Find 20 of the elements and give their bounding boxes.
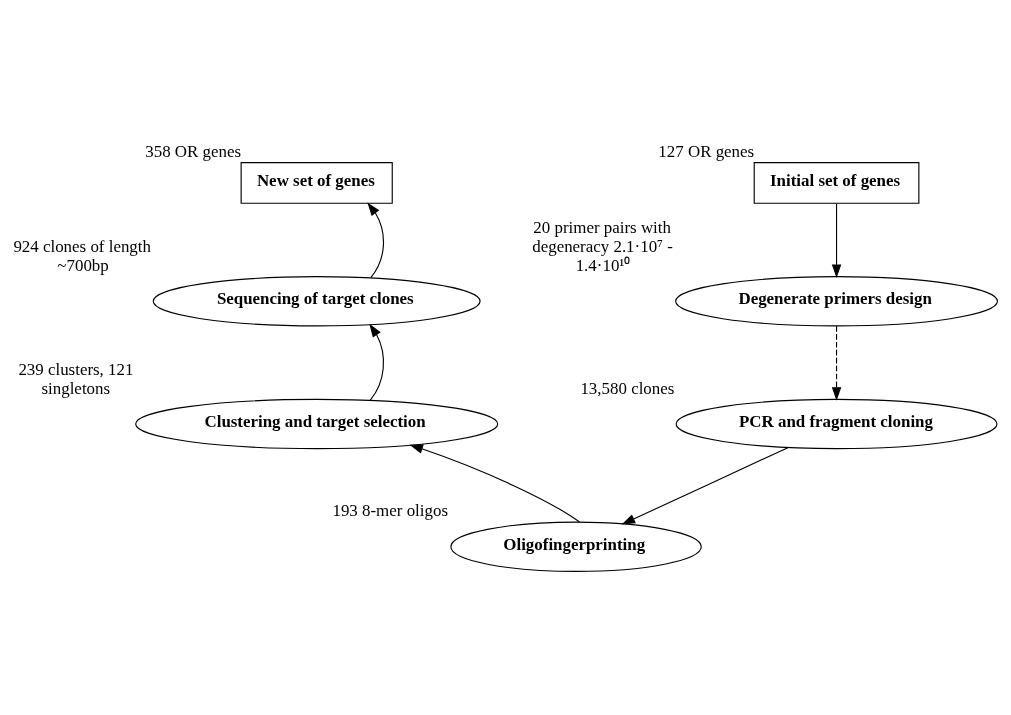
node-ellipse: Sequencing of target clones — [152, 276, 481, 327]
node-label: 239 clusters, 121 singletons — [18, 359, 134, 398]
node-label: 13,580 clones — [580, 378, 675, 398]
node-ellipse: Oligofingerprinting — [450, 521, 702, 572]
arrow — [621, 447, 789, 525]
arrow — [369, 323, 385, 401]
node-box: New set of genes — [240, 162, 393, 204]
node-ellipse: Degenerate primers design — [675, 276, 998, 327]
node-label: 924 clones of length ~700bp — [13, 236, 151, 275]
node-label: 358 OR genes — [145, 142, 242, 162]
node-ellipse: Clustering and target selection — [135, 398, 499, 450]
arrow — [409, 444, 581, 523]
node-label: 127 OR genes — [658, 142, 755, 162]
arrow — [831, 203, 842, 279]
arrow — [831, 325, 842, 401]
node-ellipse: PCR and fragment cloning — [675, 398, 998, 450]
node-box: Initial set of genes — [753, 162, 920, 204]
arrow — [367, 202, 385, 279]
node-label: 20 primer pairs with degeneracy 2.1·10⁷ - 1.4·10¹⁰ — [532, 217, 673, 275]
node-label: 193 8-mer oligos — [332, 501, 448, 521]
